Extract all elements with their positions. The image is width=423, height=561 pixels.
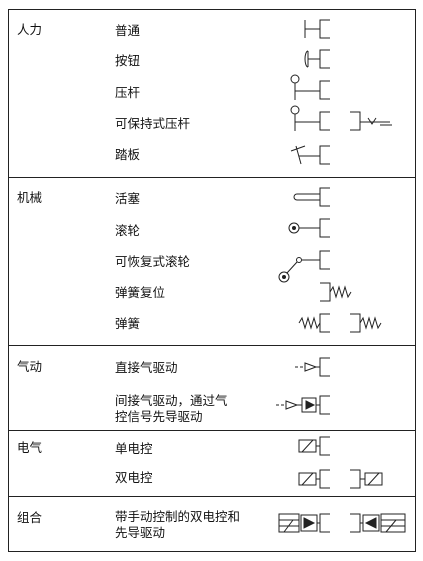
- table-top-border: [8, 9, 416, 10]
- category-pneumatic: 气动: [17, 359, 43, 374]
- category-electrical: 电气: [17, 440, 43, 455]
- item-label: 直接气驱动: [115, 360, 178, 375]
- item-label: 弹簧: [115, 316, 141, 331]
- item-label: 双电控: [115, 470, 153, 485]
- item-label: 控信号先导驱动: [115, 409, 203, 424]
- lever-symbol: [290, 74, 330, 100]
- group-divider: [8, 345, 416, 346]
- item-label: 滚轮: [115, 223, 141, 238]
- item-label: 单电控: [115, 441, 153, 456]
- table-bottom-border: [8, 551, 416, 552]
- single-solenoid-symbol: [298, 436, 330, 456]
- manual-general-symbol: [304, 19, 330, 39]
- push-button-symbol: [304, 49, 330, 69]
- item-label: 带手动控制的双电控和: [115, 509, 241, 524]
- item-label: 压杆: [115, 85, 141, 100]
- double-solenoid-symbol: [298, 469, 383, 489]
- group-divider: [8, 430, 416, 431]
- combined-solenoid-pilot-symbol: [278, 513, 406, 533]
- roller-symbol: [288, 218, 330, 238]
- table-right-border: [415, 9, 416, 551]
- item-label: 可保持式压杆: [115, 116, 191, 131]
- table-left-border: [8, 9, 9, 551]
- group-divider: [8, 496, 416, 497]
- item-label: 弹簧复位: [115, 285, 166, 300]
- item-label: 间接气驱动，通过气: [115, 393, 228, 408]
- group-divider: [8, 177, 416, 178]
- plunger-symbol: [293, 187, 330, 207]
- spring-symbol: [298, 313, 382, 333]
- detented-lever-symbol: [290, 105, 392, 131]
- pilot-pneumatic-symbol: [276, 395, 330, 415]
- item-label: 活塞: [115, 191, 141, 206]
- category-mechanical: 机械: [17, 190, 43, 205]
- pedal-symbol: [290, 145, 330, 165]
- item-label: 可恢复式滚轮: [115, 254, 191, 269]
- item-label: 普通: [115, 23, 141, 38]
- item-label: 按钮: [115, 53, 141, 68]
- category-combined: 组合: [17, 510, 43, 525]
- spring-return-symbol: [320, 282, 352, 302]
- item-label: 踏板: [115, 147, 141, 162]
- direct-pneumatic-symbol: [295, 357, 330, 377]
- category-manual: 人力: [17, 22, 43, 37]
- item-label: 先导驱动: [115, 525, 166, 540]
- one-way-roller-symbol: [278, 250, 330, 283]
